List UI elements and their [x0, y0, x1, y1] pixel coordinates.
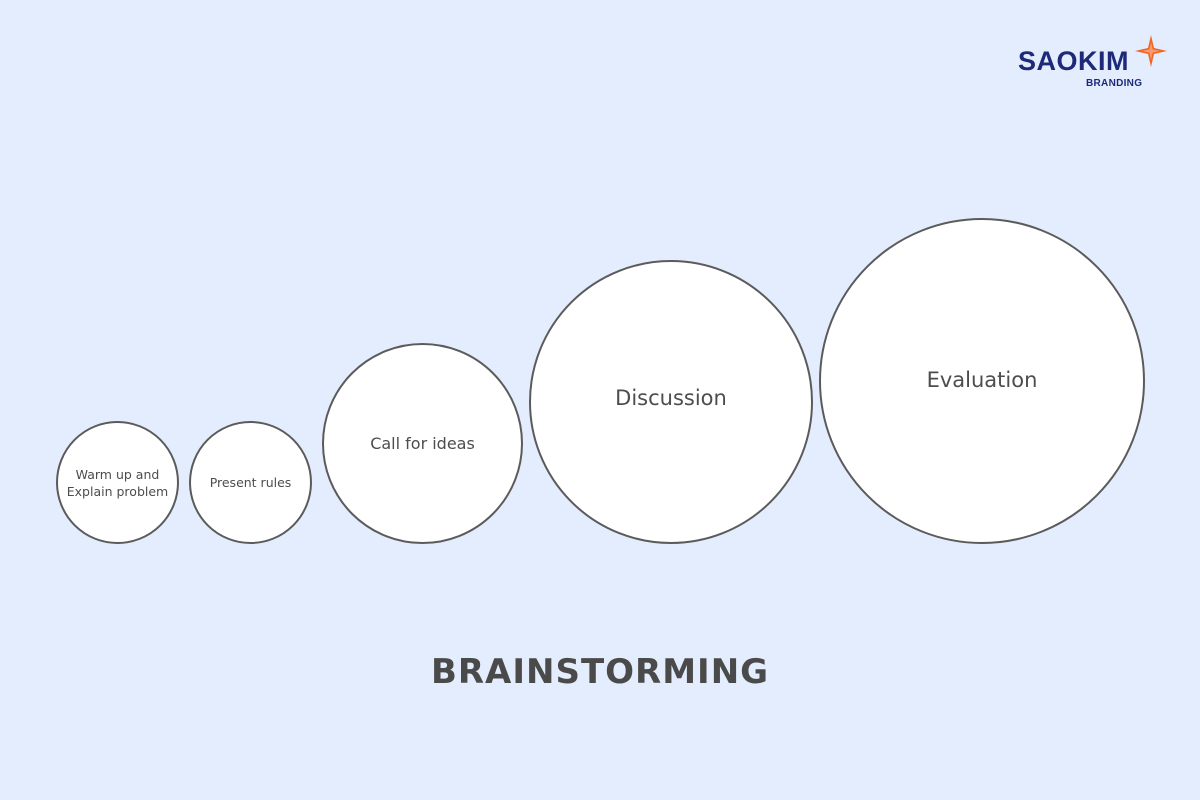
diagram-title: BRAINSTORMING	[430, 652, 770, 692]
step-present-rules-label: Present rules	[209, 475, 292, 490]
step-discussion-circle: Discussion	[529, 260, 813, 544]
logo-subtitle: BRANDING	[1086, 78, 1143, 89]
step-warm-up-circle: Warm up and Explain problem	[56, 421, 179, 544]
step-call-for-ideas-label: Call for ideas	[370, 433, 475, 453]
step-evaluation-circle: Evaluation	[819, 218, 1145, 544]
logo-wordmark: SAOKIM	[1018, 46, 1129, 76]
step-evaluation-label: Evaluation	[926, 368, 1038, 392]
step-discussion-label: Discussion	[615, 386, 727, 410]
step-warm-up-label: Warm up and Explain problem	[66, 466, 169, 499]
step-present-rules-circle: Present rules	[189, 421, 312, 544]
four-point-star-icon	[1135, 35, 1167, 67]
saokim-branding-logo: SAOKIM BRANDING	[1016, 34, 1167, 94]
step-call-for-ideas-circle: Call for ideas	[322, 343, 523, 544]
